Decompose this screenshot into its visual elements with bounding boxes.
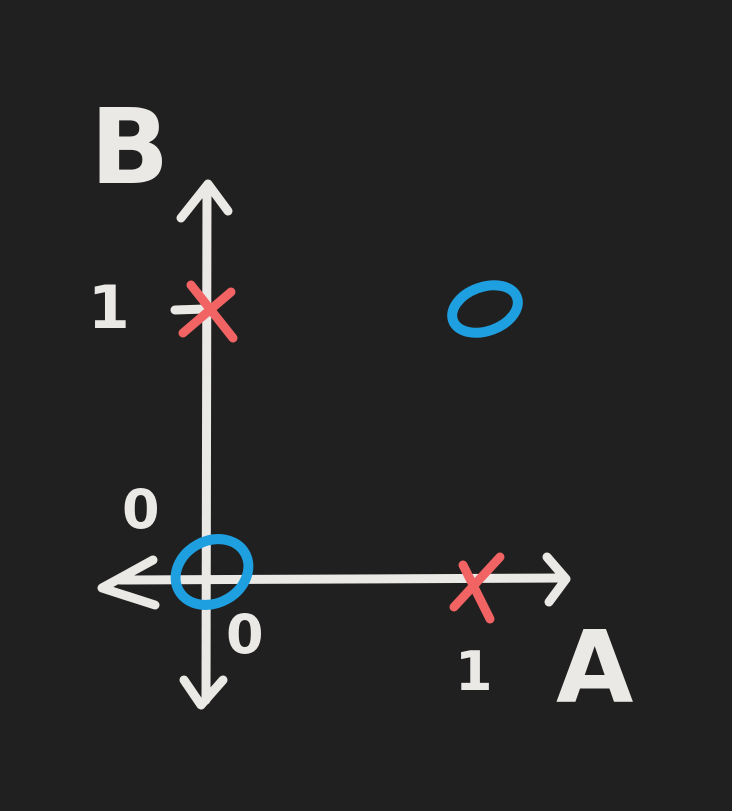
a-axis-label: A: [556, 609, 633, 726]
b-tick-label-0: 0: [122, 478, 160, 541]
a-tick-label-1: 1: [455, 640, 493, 703]
b-axis-label: B: [90, 86, 169, 208]
b-tick-1: [170, 304, 210, 315]
point-o-0-0: [170, 534, 254, 610]
point-x-1-0: [449, 552, 505, 624]
a-tick-label-0: 0: [226, 603, 264, 666]
point-o-1-1: [447, 280, 523, 338]
b-axis: [176, 179, 233, 710]
a-axis: [97, 552, 571, 610]
point-x-0-1: [178, 280, 238, 343]
b-tick-label-1: 1: [88, 273, 130, 343]
